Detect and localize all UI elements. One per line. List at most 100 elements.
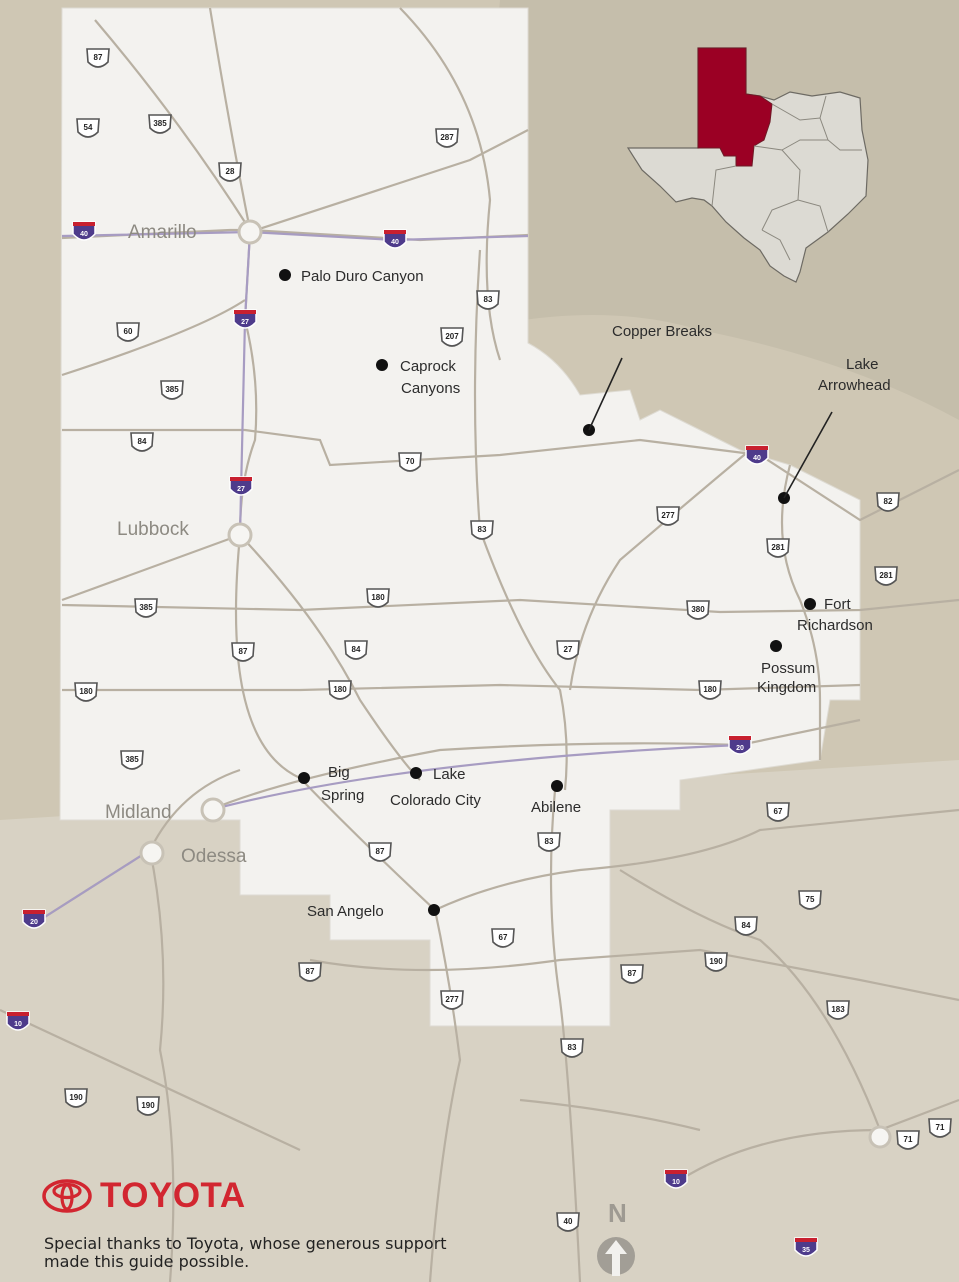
highway-shield: 84 <box>130 432 154 452</box>
svg-text:10: 10 <box>672 1179 680 1186</box>
highway-shield: 67 <box>491 928 515 948</box>
north-arrow-icon <box>597 1237 635 1276</box>
highway-shield: 287 <box>435 128 459 148</box>
highway-shield: 277 <box>656 506 680 526</box>
svg-text:385: 385 <box>153 119 167 128</box>
leader-lines <box>588 357 833 499</box>
highway-shield: 385 <box>148 114 172 134</box>
svg-text:87: 87 <box>94 53 103 62</box>
city-label-lubbock: Lubbock <box>117 519 189 540</box>
svg-text:40: 40 <box>80 231 88 238</box>
north-compass: N <box>596 1198 646 1278</box>
highway-shield: 82 <box>876 492 900 512</box>
svg-text:83: 83 <box>545 837 554 846</box>
highway-shield: 87 <box>620 964 644 984</box>
interstate-shield: 10 <box>664 1169 688 1189</box>
highway-shield: 83 <box>476 290 500 310</box>
svg-text:385: 385 <box>139 603 153 612</box>
highway-shield: 385 <box>120 750 144 770</box>
highway-shields: 87 54 385 287 28 83 60 207 385 84 70 83 … <box>64 48 952 1232</box>
place-label-lake-colorado-city-line1: Lake <box>433 766 466 783</box>
interstate-shield: 20 <box>728 735 752 755</box>
place-label-san-angelo: San Angelo <box>307 903 384 920</box>
svg-text:75: 75 <box>806 895 815 904</box>
city-label-odessa: Odessa <box>181 846 247 867</box>
highway-shield: 385 <box>134 598 158 618</box>
highway-shield: 183 <box>826 1000 850 1020</box>
svg-text:281: 281 <box>771 543 785 552</box>
svg-text:190: 190 <box>709 957 723 966</box>
svg-text:67: 67 <box>499 933 508 942</box>
svg-text:87: 87 <box>376 847 385 856</box>
place-label-big-spring-line1: Big <box>328 764 350 781</box>
sponsor-brand: TOYOTA <box>42 1178 402 1213</box>
svg-text:27: 27 <box>564 645 573 654</box>
interstate-shield: 20 <box>22 909 46 929</box>
highway-shield: 87 <box>298 962 322 982</box>
north-label: N <box>608 1198 627 1228</box>
svg-text:83: 83 <box>568 1043 577 1052</box>
svg-text:84: 84 <box>138 437 147 446</box>
svg-text:385: 385 <box>165 385 179 394</box>
svg-text:207: 207 <box>445 332 459 341</box>
svg-text:10: 10 <box>14 1021 22 1028</box>
highway-shield: 277 <box>440 990 464 1010</box>
svg-text:40: 40 <box>391 239 399 246</box>
highway-shield: 180 <box>366 588 390 608</box>
svg-text:82: 82 <box>884 497 893 506</box>
svg-text:84: 84 <box>742 921 751 930</box>
svg-text:83: 83 <box>484 295 493 304</box>
svg-text:190: 190 <box>141 1101 155 1110</box>
region-area <box>59 7 861 1027</box>
svg-text:385: 385 <box>125 755 139 764</box>
highway-shield: 87 <box>86 48 110 68</box>
highway-shield: 71 <box>928 1118 952 1138</box>
toyota-wordmark: TOYOTA <box>100 1176 246 1215</box>
svg-text:71: 71 <box>904 1135 913 1144</box>
place-label-abilene: Abilene <box>531 799 581 816</box>
texas-region-borders <box>711 95 862 261</box>
highway-shield: 281 <box>766 538 790 558</box>
highway-shield: 180 <box>328 680 352 700</box>
highway-shield: 190 <box>704 952 728 972</box>
place-label-copper-breaks: Copper Breaks <box>612 323 712 340</box>
place-label-fort-richardson-line2: Richardson <box>797 617 873 634</box>
highway-shield: 190 <box>64 1088 88 1108</box>
highway-shield: 70 <box>398 452 422 472</box>
city-label-amarillo: Amarillo <box>128 222 197 243</box>
toyota-logo: TOYOTA <box>42 1178 402 1213</box>
interstate-shield: 40 <box>383 229 407 249</box>
svg-text:180: 180 <box>703 685 717 694</box>
place-label-lake-arrowhead-line1: Lake <box>846 356 879 373</box>
interstate-shield: 27 <box>233 309 257 329</box>
highway-shield: 84 <box>344 640 368 660</box>
highway-shield: 87 <box>231 642 255 662</box>
svg-text:67: 67 <box>774 807 783 816</box>
highway-shield: 28 <box>218 162 242 182</box>
highway-shield: 67 <box>766 802 790 822</box>
place-label-canyons: Canyons <box>401 380 460 397</box>
road-network <box>0 7 959 1282</box>
highway-shield: 60 <box>116 322 140 342</box>
highway-shield: 180 <box>698 680 722 700</box>
svg-text:277: 277 <box>661 511 675 520</box>
highway-shield: 84 <box>734 916 758 936</box>
svg-text:190: 190 <box>69 1093 83 1102</box>
highway-shield: 281 <box>874 566 898 586</box>
svg-text:87: 87 <box>628 969 637 978</box>
city-markers <box>139 219 892 1149</box>
interstate-shield: 27 <box>229 476 253 496</box>
toyota-emblem-icon <box>42 1178 92 1213</box>
svg-text:180: 180 <box>79 687 93 696</box>
interstate-shields: 40 40 27 27 40 20 20 10 10 35 <box>6 221 818 1257</box>
highway-shield: 27 <box>556 640 580 660</box>
highway-shield: 180 <box>74 682 98 702</box>
interstate-shield: 40 <box>745 445 769 465</box>
interstate-shield: 35 <box>794 1237 818 1257</box>
texas-inset-map <box>626 47 869 283</box>
highway-shield: 207 <box>440 327 464 347</box>
highway-shield: 380 <box>686 600 710 620</box>
highway-shield: 83 <box>537 832 561 852</box>
highway-shield: 385 <box>160 380 184 400</box>
